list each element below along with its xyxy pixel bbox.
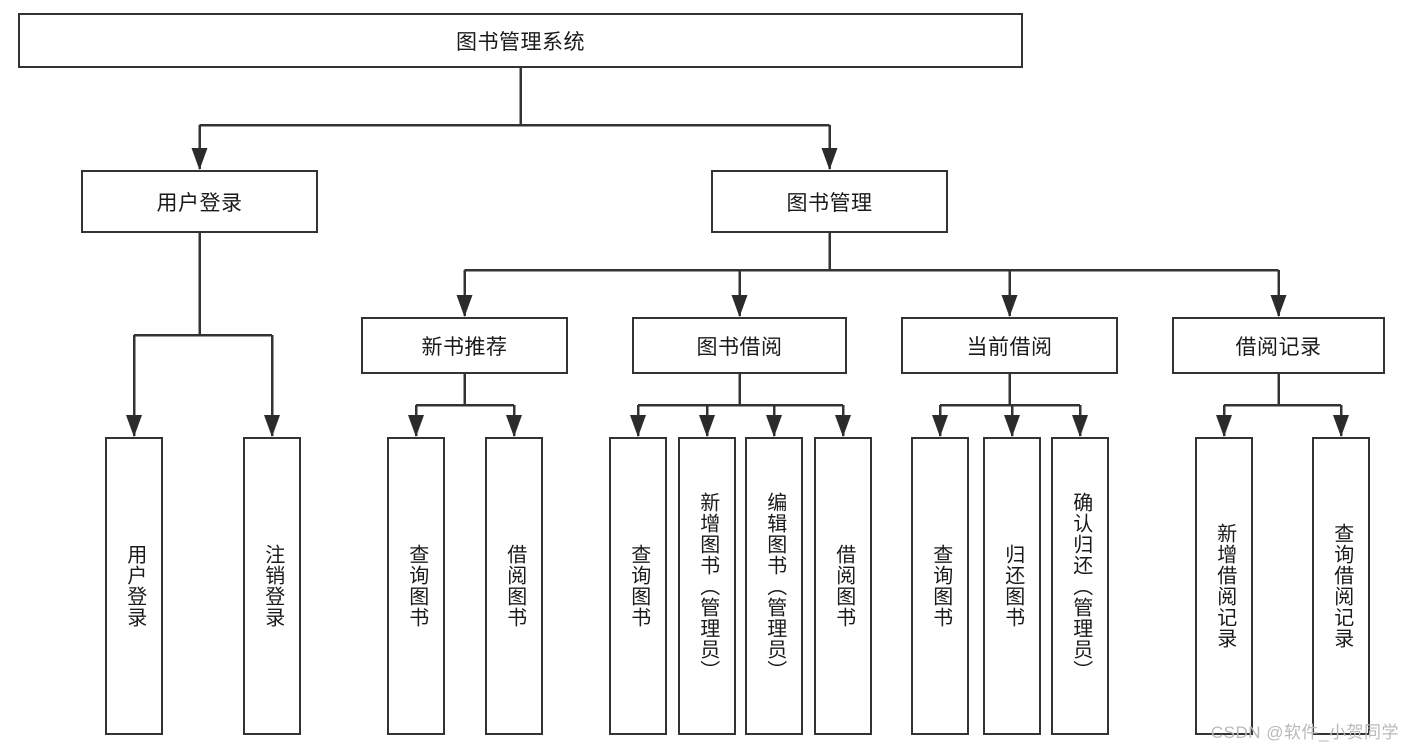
node-label: 查询图书 bbox=[929, 544, 952, 628]
node-label: 图书借阅 bbox=[696, 335, 783, 359]
node-label: 确认归还（管理员） bbox=[1069, 491, 1092, 681]
node-leaf-borrow-book-rec[interactable]: 借阅图书 bbox=[485, 437, 543, 735]
arrowhead bbox=[699, 415, 715, 437]
node-leaf-confirm-return[interactable]: 确认归还（管理员） bbox=[1051, 437, 1109, 735]
arrowhead bbox=[1333, 415, 1349, 437]
arrowhead bbox=[766, 415, 782, 437]
node-leaf-logout[interactable]: 注销登录 bbox=[243, 437, 301, 735]
arrowhead bbox=[506, 415, 522, 437]
arrowhead bbox=[630, 415, 646, 437]
node-label: 归还图书 bbox=[1001, 544, 1024, 628]
node-leaf-add-record[interactable]: 新增借阅记录 bbox=[1195, 437, 1253, 735]
node-label: 图书管理系统 bbox=[456, 30, 585, 54]
node-label: 借阅图书 bbox=[832, 544, 855, 628]
watermark: CSDN @软件_小贺同学 bbox=[1210, 723, 1399, 742]
node-leaf-add-book[interactable]: 新增图书（管理员） bbox=[678, 437, 736, 735]
node-label: 借阅图书 bbox=[503, 544, 526, 628]
node-borrow-record[interactable]: 借阅记录 bbox=[1172, 317, 1385, 374]
arrowhead bbox=[1001, 295, 1018, 317]
node-book-borrow[interactable]: 图书借阅 bbox=[632, 317, 847, 374]
node-label: 注销登录 bbox=[261, 544, 284, 628]
node-label: 编辑图书（管理员） bbox=[763, 491, 786, 681]
arrowhead bbox=[264, 415, 280, 437]
arrowhead bbox=[1004, 415, 1020, 437]
node-book-manage[interactable]: 图书管理 bbox=[711, 170, 948, 233]
arrowhead bbox=[126, 415, 142, 437]
arrowhead bbox=[821, 148, 838, 170]
node-label: 查询借阅记录 bbox=[1330, 523, 1353, 649]
arrowhead bbox=[456, 295, 473, 317]
node-root[interactable]: 图书管理系统 bbox=[18, 13, 1023, 68]
node-label: 新增图书（管理员） bbox=[696, 491, 719, 681]
node-new-book-rec[interactable]: 新书推荐 bbox=[361, 317, 568, 374]
node-label: 新书推荐 bbox=[421, 335, 508, 359]
arrowhead bbox=[191, 148, 208, 170]
node-leaf-query-record[interactable]: 查询借阅记录 bbox=[1312, 437, 1370, 735]
node-label: 查询图书 bbox=[627, 544, 650, 628]
node-leaf-return-book[interactable]: 归还图书 bbox=[983, 437, 1041, 735]
node-leaf-user-login[interactable]: 用户登录 bbox=[105, 437, 163, 735]
node-label: 当前借阅 bbox=[966, 335, 1053, 359]
arrowhead bbox=[932, 415, 948, 437]
node-leaf-borrow-book[interactable]: 借阅图书 bbox=[814, 437, 872, 735]
node-current-borrow[interactable]: 当前借阅 bbox=[901, 317, 1118, 374]
node-label: 借阅记录 bbox=[1235, 335, 1322, 359]
node-leaf-query-book-rec[interactable]: 查询图书 bbox=[387, 437, 445, 735]
node-leaf-edit-book[interactable]: 编辑图书（管理员） bbox=[745, 437, 803, 735]
node-leaf-query-book-cur[interactable]: 查询图书 bbox=[911, 437, 969, 735]
node-label: 查询图书 bbox=[405, 544, 428, 628]
arrowhead bbox=[408, 415, 424, 437]
node-label: 用户登录 bbox=[123, 544, 146, 628]
arrowhead bbox=[1216, 415, 1232, 437]
arrowhead bbox=[1072, 415, 1088, 437]
node-label: 新增借阅记录 bbox=[1213, 523, 1236, 649]
node-user-login[interactable]: 用户登录 bbox=[81, 170, 318, 233]
node-leaf-query-book-borrow[interactable]: 查询图书 bbox=[609, 437, 667, 735]
arrowhead bbox=[835, 415, 851, 437]
node-label: 图书管理 bbox=[786, 191, 873, 215]
arrowhead bbox=[1270, 295, 1287, 317]
node-label: 用户登录 bbox=[156, 191, 243, 215]
arrowhead bbox=[731, 295, 748, 317]
